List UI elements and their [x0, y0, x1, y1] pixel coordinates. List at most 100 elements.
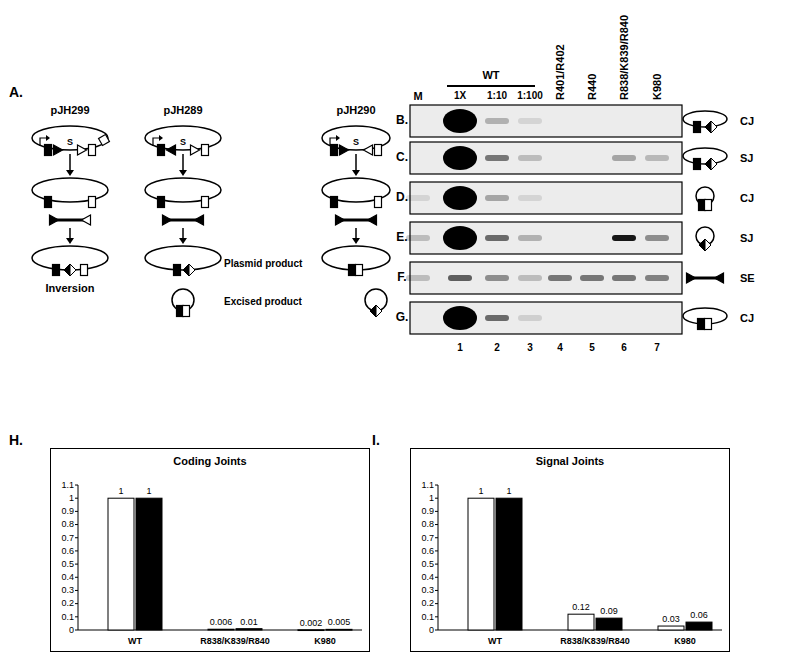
mutant-label: R440 [586, 74, 599, 100]
gel-band [448, 275, 472, 281]
panel-letter: I. [372, 432, 380, 448]
reaction-arrow [182, 154, 184, 171]
axis-tick [435, 630, 438, 631]
coding-segment [45, 145, 52, 156]
coding-segment [53, 265, 60, 276]
mutant-label: K980 [651, 74, 664, 100]
gel-band [443, 109, 477, 133]
axis-tick [75, 537, 78, 538]
signal-triangle [364, 145, 373, 155]
spacer-label: S [180, 137, 186, 147]
bar-value: 0.006 [210, 617, 233, 627]
gel-strip [410, 182, 682, 214]
coding-segment [694, 159, 701, 170]
signal-joint-half [711, 158, 717, 170]
product-label: Excised product [224, 296, 302, 308]
coding-segment [705, 200, 712, 211]
axis-tick [435, 564, 438, 565]
gel-band [443, 306, 477, 330]
y-axis [78, 485, 79, 630]
signal-triangle [167, 145, 176, 155]
panel-letter: H. [9, 432, 23, 448]
axis-tick-label: 0.4 [421, 572, 434, 582]
gel-band [406, 275, 430, 281]
mutant-label: R401/R402 [554, 44, 567, 100]
product-type-label: SJ [740, 232, 753, 245]
lane-number: 2 [494, 342, 500, 354]
axis-tick [75, 498, 78, 499]
signal-joint-half [705, 239, 711, 251]
axis-tick [75, 511, 78, 512]
coding-segment [202, 197, 209, 208]
lane-number: 1 [457, 342, 463, 354]
gel-band [645, 275, 669, 281]
coding-segment [698, 319, 705, 330]
axis-tick-label: 0.6 [61, 546, 74, 556]
plasmid-ring [145, 126, 221, 150]
signal-triangle [54, 145, 63, 155]
signal-triangle [687, 273, 696, 283]
coding-segment [331, 197, 338, 208]
category-label: K980 [674, 636, 696, 646]
gel-strip [410, 142, 682, 174]
plasmid-name: pJH290 [336, 104, 375, 117]
signal-joint-half [64, 264, 70, 276]
signal-triangle [368, 215, 377, 225]
axis-tick-label: 0.3 [61, 585, 74, 595]
gel-band [485, 235, 509, 241]
lane-number: 4 [557, 342, 563, 354]
axis-tick-label: 0.7 [421, 533, 434, 543]
product-type-label: SJ [740, 152, 753, 165]
axis-tick-label: 0.1 [421, 612, 434, 622]
axis-tick [75, 603, 78, 604]
bar-value: 0.03 [662, 614, 680, 624]
panel-letter: F. [397, 271, 406, 285]
spacer-label: S [353, 137, 359, 147]
reaction-arrow [355, 154, 357, 171]
promoter-arrowhead [159, 135, 163, 141]
gel-band [548, 275, 572, 281]
axis-tick [75, 564, 78, 565]
arrow-head [66, 170, 74, 176]
signal-triangle [336, 215, 345, 225]
axis-tick-label: 0.4 [61, 572, 74, 582]
axis-tick-label: 0 [69, 625, 74, 635]
axis-tick [435, 511, 438, 512]
chart-title: Signal Joints [411, 455, 729, 467]
signal-triangle [82, 215, 91, 225]
axis-tick-label: 0.1 [61, 612, 74, 622]
group-bracket [447, 85, 535, 87]
bar-value: 0.01 [240, 617, 258, 627]
panel-letter: A. [9, 84, 23, 100]
plasmid-ring [145, 246, 221, 270]
bar-value: 0.06 [690, 610, 708, 620]
gel-strip [410, 105, 682, 137]
chart-frame: Signal Joints [410, 448, 730, 652]
coding-segment [356, 265, 363, 276]
axis-tick-label: 1 [429, 493, 434, 503]
gel-band [612, 235, 636, 241]
signal-joint-half [699, 239, 705, 251]
plasmid-ring [683, 148, 727, 164]
gel-strip [410, 222, 682, 254]
axis-tick [435, 590, 438, 591]
bar [298, 629, 324, 631]
bar-value: 0.09 [600, 606, 618, 616]
promoter-arrowhead [46, 135, 50, 141]
plasmid-name: pJH289 [163, 104, 202, 117]
gel-band [406, 195, 430, 201]
axis-tick [75, 485, 78, 486]
gel-band [485, 195, 509, 201]
gel-band [518, 315, 542, 321]
coding-segment [331, 145, 338, 156]
signal-triangle [340, 145, 349, 155]
signal-joint-half [70, 264, 76, 276]
category-label: R838/K839/R840 [560, 636, 630, 646]
lane-number: 5 [589, 342, 595, 354]
bar [496, 498, 522, 630]
reaction-arrow [182, 228, 184, 239]
axis-tick-label: 0.3 [421, 585, 434, 595]
product-type-label: CJ [740, 115, 754, 128]
